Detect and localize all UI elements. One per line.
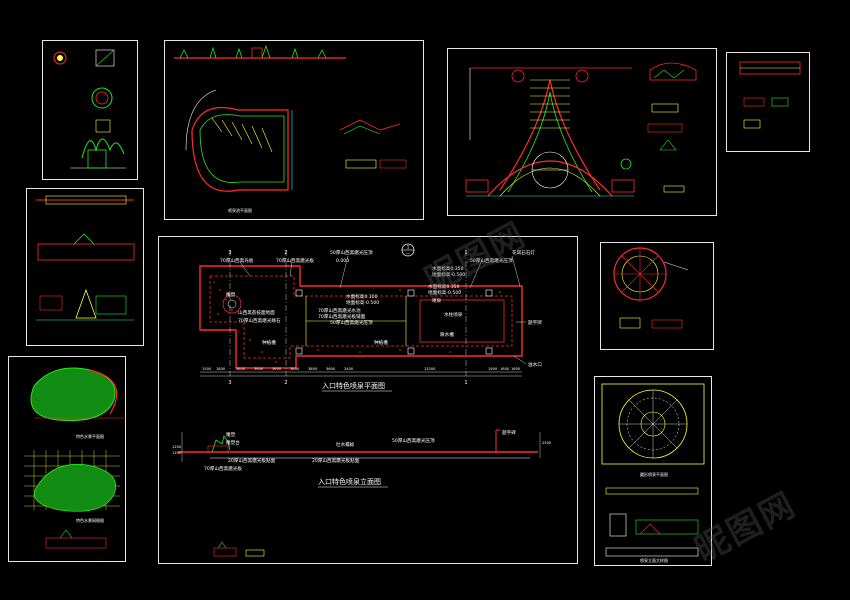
plan-label-9: 水面标高0.100 [346,293,378,300]
dim-bottom-5: 3600 [290,367,300,371]
plan-label-13: 水面标高0.350 [428,283,460,290]
plan-label-8: 地面标高-0.500 [432,271,465,278]
dim-bottom-12: 1600 [511,367,521,371]
elev-label-8: 70厚山西黑磨光板 [204,465,242,472]
elev-label-4: 50厚山西黑磨光压顶 [392,437,435,444]
dim-bottom-1: 1800 [216,367,226,371]
plan-label-21: 0.000 [336,258,349,264]
fountain-elevation: 1200 1200 2500 雕塑 雕塑台 吐水蟾蜍 50厚山西黑磨光压顶 题字… [172,429,552,557]
plan-label-6: 雕塑 [226,291,236,298]
sheet-title-right-lower: 圆形喷泉平面图 [640,471,668,477]
sheet-left-mid [26,188,144,346]
detail-left-mid [36,195,135,321]
plan-label-1: 70厚山西黑光板 [220,257,254,264]
grid-mark-2-top: 2 [284,250,287,256]
elev-dim-0: 1200 [172,445,182,449]
dim-bottom-0: 1500 [202,367,212,371]
elev-label-6: 20厚山西黑磨光板贴面 [228,457,276,464]
sheet-title-left-lower: 特色水景平面图 [76,433,104,439]
plan-label-18: 跌水槽 [440,331,454,338]
detail-top-right [465,62,697,197]
plan-label-7: 水面标高0.350 [432,265,464,272]
detail-top-far-right [739,61,801,129]
plan-label-14: 地面标高-0.500 [428,289,461,296]
detail-top-left [53,49,126,169]
plan-label-3: 50厚山西黑磨光压顶 [330,249,373,256]
plan-label-20: 70厚山西黑磨光板铺面 [318,313,366,320]
dim-bottom-9: 13200 [424,367,436,371]
plan-label-19: 题字牌 [528,319,542,326]
dim-bottom-3: 3600 [254,367,264,371]
elevation-title: 入口特色喷泉立面图 [318,477,381,486]
section-marker-sub: — [406,251,410,256]
plan-label-10: 地面标高-0.500 [346,299,379,306]
elev-dim-1: 1200 [172,451,182,455]
plan-label-4: 50厚山西黑磨光压顶 [470,257,513,264]
dim-bottom-2: 3600 [236,367,246,371]
elev-label-3: 吐水蟾蜍 [336,441,355,448]
sheet-right-lower [594,376,712,566]
sheet-title-right-lower2: 喷泉立面大样图 [640,557,668,563]
elev-label-2: 雕塑台 [226,439,240,446]
dim-bottom-11: 1600 [500,367,510,371]
sheet-title-top-center: 喷泉池平面图 [228,207,252,213]
fountain-plan: 1 — 3 2 1 3 2 1 70厚山西黑光板 70厚山西黑磨光板 50厚山西… [199,243,542,392]
detail-top-center: 喷泉池平面图 [174,44,407,213]
plan-label-17: 水柱喷泉 [444,311,463,318]
plan-title: 入口特色喷泉平面图 [322,381,385,390]
grid-mark-3-bottom: 3 [228,380,231,386]
plan-label-25: 50厚山西黑磨光压顶 [330,319,373,326]
plan-label-16: 70厚山西黑磨光水池 [318,307,361,314]
plan-label-2: 70厚山西黑磨光板 [276,257,314,264]
plan-label-12: 山西黑荔枝面地面 [238,309,275,316]
plan-label-5: 花岗石石灯 [512,249,535,256]
section-marker-number: 1 [407,245,410,250]
elev-label-1: 雕塑 [226,431,236,438]
plan-label-11: 70厚山西黑磨光缘石 [238,317,281,324]
grid-mark-1-top: 1 [464,250,467,256]
elev-label-5: 题字碑 [502,429,516,436]
sheet-right-mid [600,242,714,350]
elev-label-7: 20厚山西黑磨光板贴面 [312,457,360,464]
grid-mark-3-top: 3 [228,250,231,256]
grid-mark-1-bottom: 1 [464,380,467,386]
detail-right-mid [613,247,689,329]
detail-left-lower: 特色水景平面图 特色水景网格图 [24,367,126,549]
dim-bottom-8: 2400 [344,367,354,371]
dim-bottom-7: 3600 [326,367,336,371]
plan-label-23: 种植槽 [374,339,388,346]
detail-right-lower: 圆形喷泉平面图 喷泉立面大样图 [601,383,705,563]
plan-label-22: 种植槽 [262,339,276,346]
plan-label-15: 喷泉 [432,297,442,304]
elev-dim-2: 2500 [542,441,552,445]
dim-bottom-4: 3600 [272,367,282,371]
dim-bottom-10: 1900 [488,367,498,371]
grid-mark-2-bottom: 2 [284,380,287,386]
sheet-main [158,236,578,564]
sheet-title-left-lower2: 特色水景网格图 [76,517,104,523]
dim-bottom-6: 3600 [308,367,318,371]
plan-label-24: 溢水口 [528,361,542,368]
